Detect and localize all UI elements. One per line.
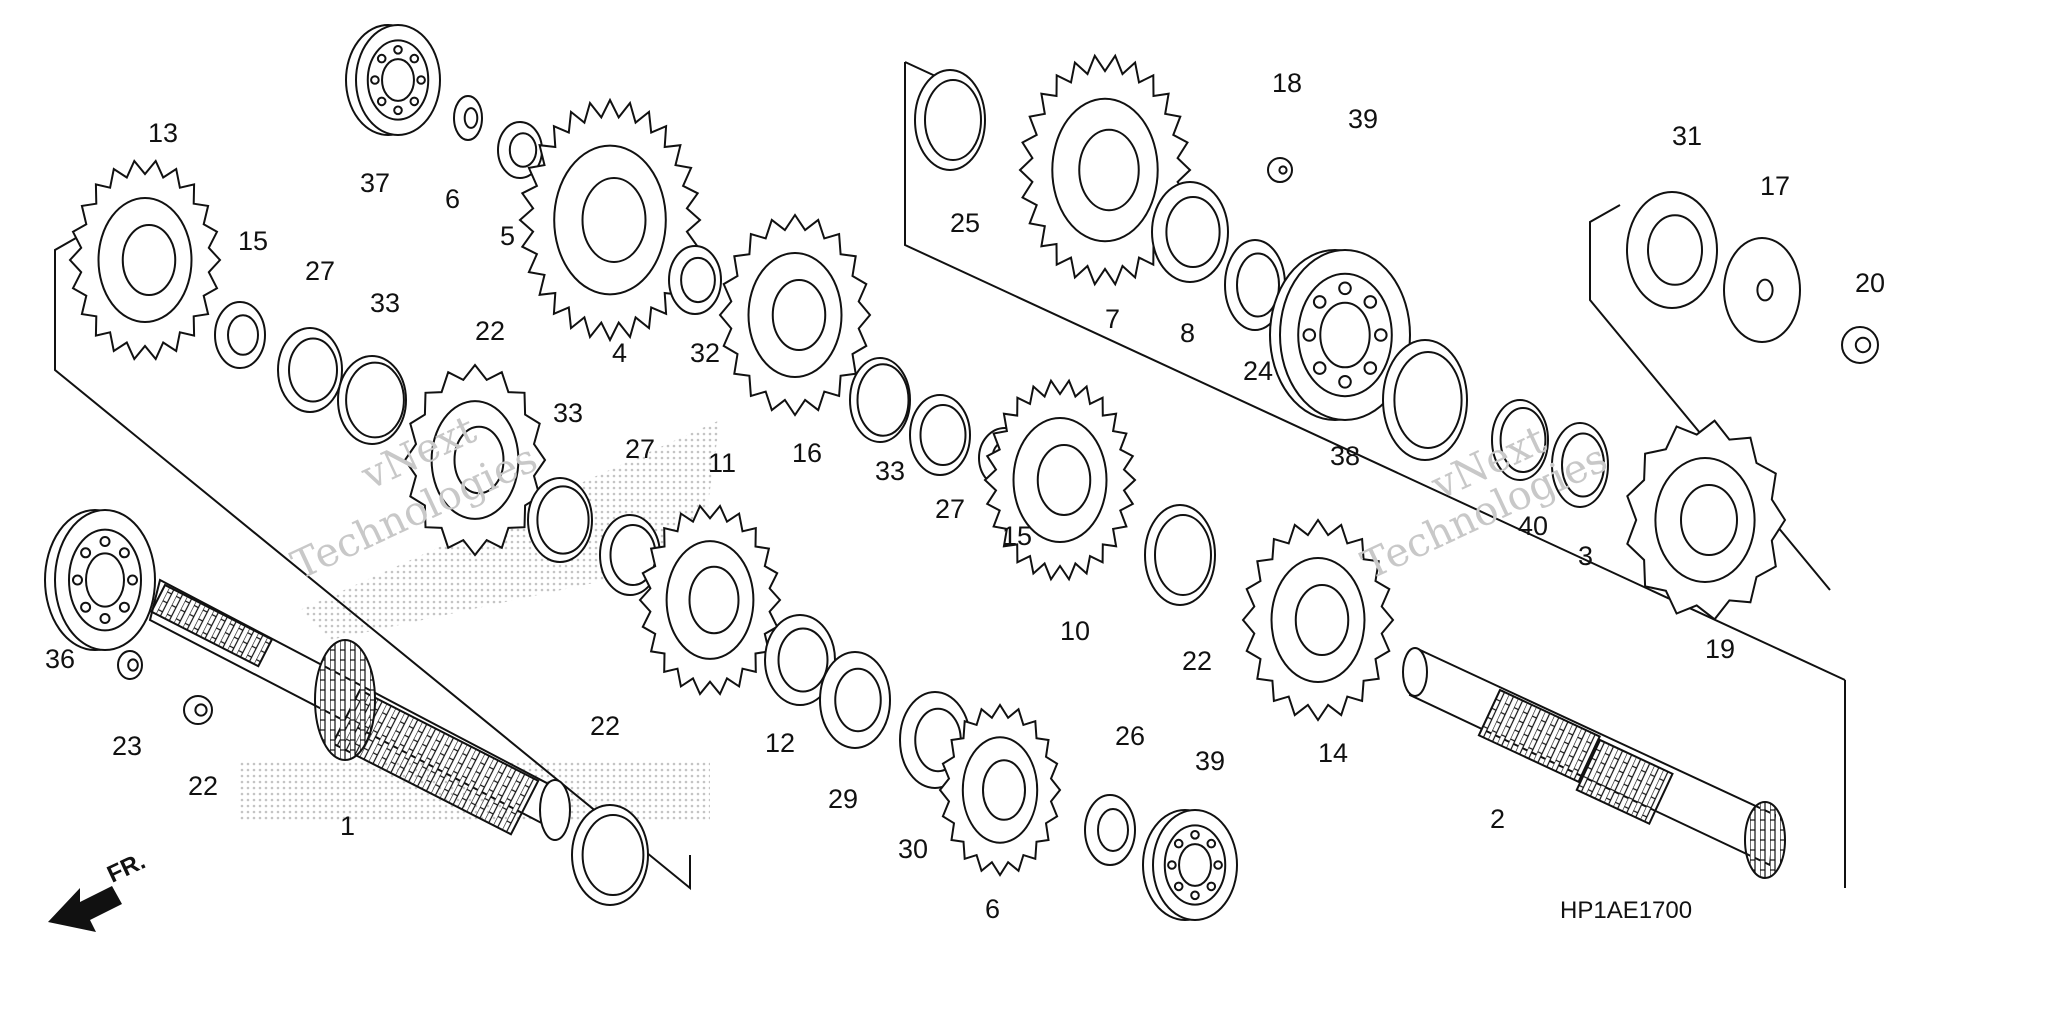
label-part-38: 39 — [1195, 746, 1225, 776]
label-part-33b: 33 — [553, 398, 583, 428]
front-label: FR. — [103, 848, 149, 889]
bearing-part-36 — [1269, 249, 1411, 421]
part-number-labels: 13 15 27 33 22 33 27 11 37 6 5 4 32 16 3… — [45, 68, 1885, 924]
label-part-34: 36 — [45, 644, 75, 674]
mainshaft-part-1 — [148, 578, 571, 841]
label-part-33c: 33 — [875, 456, 905, 486]
label-part-20: 22 — [188, 771, 218, 801]
label-part-1: 1 — [340, 811, 355, 841]
washer-part-27c — [909, 394, 971, 476]
circlip-part-33c — [849, 357, 911, 443]
label-part-12: 12 — [765, 728, 795, 758]
bushing-part-12 — [764, 614, 836, 706]
label-part-26: 6 — [445, 184, 460, 214]
label-part-39: 40 — [1518, 511, 1548, 541]
label-part-22b: 22 — [590, 711, 620, 741]
gear-part-16 — [718, 213, 872, 417]
label-part-32: 32 — [690, 338, 720, 368]
collar-part-39 — [1491, 399, 1549, 481]
bearing-part-34 — [44, 509, 156, 651]
washer-part-26 — [453, 95, 483, 141]
label-part-5: 5 — [500, 221, 515, 251]
washer-part-29 — [819, 651, 891, 749]
washer-part-24 — [1224, 239, 1286, 331]
bushing-part-15a — [214, 301, 266, 369]
ring-part-3 — [1551, 422, 1609, 508]
label-part-7: 7 — [1105, 304, 1120, 334]
label-part-3: 3 — [1578, 541, 1593, 571]
washer-part-27a — [277, 327, 343, 413]
label-part-25: 25 — [950, 208, 980, 238]
collar-part-5 — [497, 121, 543, 179]
front-direction-indicator: FR. — [48, 848, 150, 932]
label-part-33a: 33 — [370, 288, 400, 318]
label-part-13: 14 — [1318, 738, 1348, 768]
countershaft-part-2 — [1402, 647, 1786, 879]
label-part-17: 17 — [1760, 171, 1790, 201]
label-part-22a: 22 — [1182, 646, 1212, 676]
label-part-18: 19 — [1705, 634, 1735, 664]
bolt-part-21 — [1841, 326, 1879, 364]
oil-seal-part-40 — [1382, 339, 1468, 461]
label-part-36: 38 — [1330, 441, 1360, 471]
label-part-15a: 15 — [238, 226, 268, 256]
collar-part-8 — [1151, 181, 1229, 283]
label-part-14: 13 — [148, 118, 178, 148]
gear-part-14 — [68, 159, 222, 361]
gear-part-4 — [518, 97, 702, 343]
screw-part-19 — [1267, 157, 1293, 183]
label-part-11: 11 — [708, 448, 736, 478]
gear-part-10 — [983, 378, 1137, 582]
label-part-15b: 15 — [1002, 521, 1032, 551]
washer-part-32 — [668, 245, 722, 315]
washer-part-23 — [117, 650, 143, 680]
bearing-part-38 — [1142, 809, 1238, 921]
label-part-37: 39 — [1348, 104, 1378, 134]
label-part-23: 23 — [112, 731, 142, 761]
label-part-29: 29 — [828, 784, 858, 814]
bearing-part-35 — [345, 24, 441, 136]
washer-part-28 — [1084, 794, 1136, 866]
gear-part-13 — [1241, 518, 1395, 722]
label-part-24: 24 — [1243, 356, 1273, 386]
sprocket-part-18 — [1626, 419, 1787, 621]
washer-part-31 — [1626, 191, 1718, 309]
label-part-16: 16 — [792, 438, 822, 468]
label-part-31: 31 — [1672, 121, 1702, 151]
washer-part-22b — [571, 804, 649, 906]
drawing-code: HP1AE1700 — [1560, 897, 1692, 924]
label-part-35: 37 — [360, 168, 390, 198]
label-part-6: 6 — [985, 894, 1000, 924]
label-part-27a: 27 — [305, 256, 335, 286]
thrust-washer-part-25 — [914, 69, 986, 171]
label-part-4: 4 — [612, 338, 627, 368]
gear-part-7 — [1018, 53, 1192, 287]
label-part-9: 22 — [475, 316, 505, 346]
label-part-21: 20 — [1855, 268, 1885, 298]
gear-part-11 — [638, 504, 782, 696]
washer-part-17 — [1723, 237, 1801, 343]
label-part-30: 30 — [898, 834, 928, 864]
label-part-27c: 27 — [935, 494, 965, 524]
parts-layer — [44, 24, 1879, 921]
label-part-10: 10 — [1060, 616, 1090, 646]
label-part-27b: 27 — [625, 434, 655, 464]
circlip-part-33a — [337, 355, 407, 445]
gear-part-9 — [403, 363, 547, 557]
gear-part-6 — [938, 703, 1062, 877]
label-part-19: 18 — [1272, 68, 1302, 98]
circlip-part-33b — [527, 477, 593, 563]
washer-part-22a — [1144, 504, 1216, 606]
label-part-28: 26 — [1115, 721, 1145, 751]
bolt-part-20 — [183, 695, 213, 725]
label-part-2: 2 — [1490, 804, 1505, 834]
label-part-8: 8 — [1180, 318, 1195, 348]
